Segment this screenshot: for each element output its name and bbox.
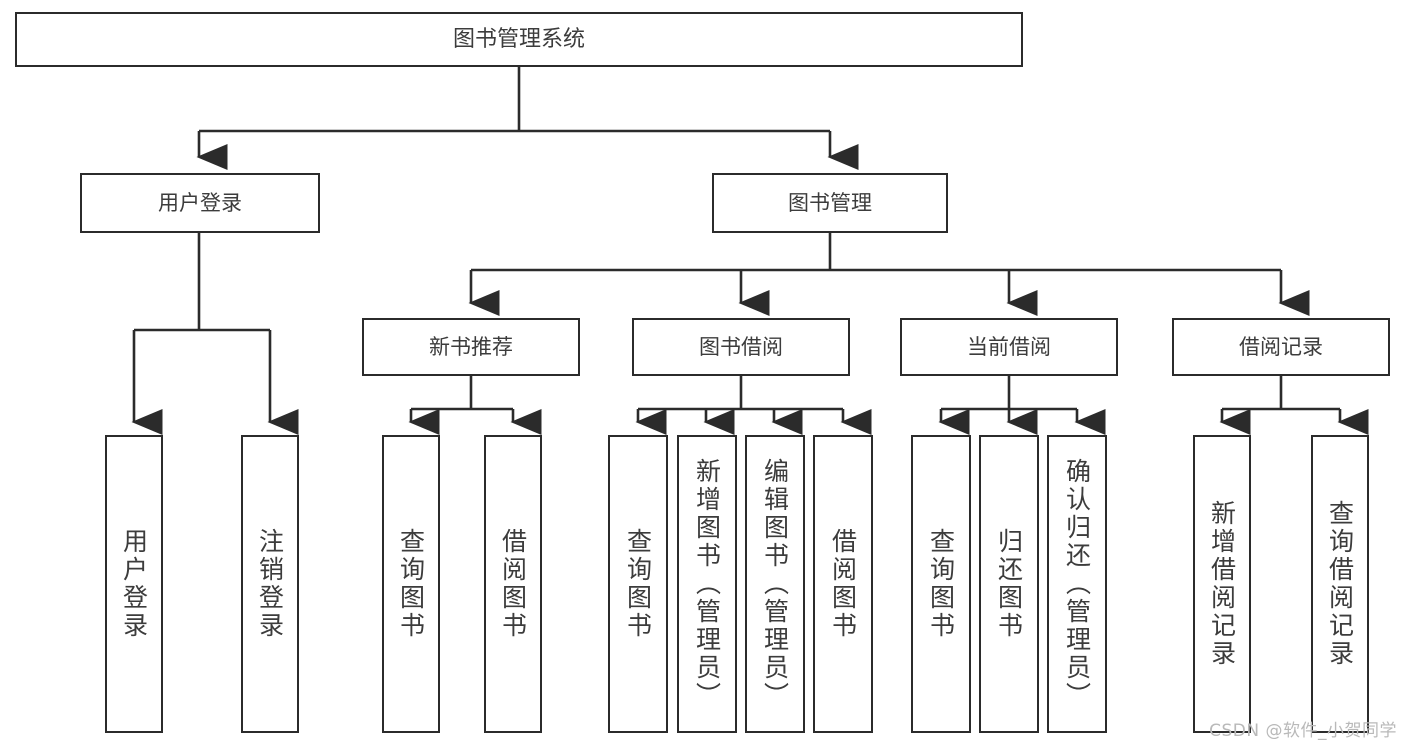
node-user-login[interactable]: 用户登录 — [80, 173, 320, 233]
node-label: 新增图书（管理员） — [692, 458, 722, 710]
leaf-user-login[interactable]: 用户登录 — [105, 435, 163, 733]
leaf-confirm-return-admin[interactable]: 确认归还（管理员） — [1047, 435, 1107, 733]
leaf-query-book-current[interactable]: 查询图书 — [911, 435, 971, 733]
leaf-edit-book-admin[interactable]: 编辑图书（管理员） — [745, 435, 805, 733]
leaf-borrow-book-recommend[interactable]: 借阅图书 — [484, 435, 542, 733]
node-label: 编辑图书（管理员） — [760, 458, 790, 710]
node-label: 用户登录 — [158, 190, 242, 215]
node-label: 新增借阅记录 — [1207, 500, 1237, 668]
node-label: 查询图书 — [926, 528, 956, 640]
node-root-system[interactable]: 图书管理系统 — [15, 12, 1023, 67]
node-borrow-record[interactable]: 借阅记录 — [1172, 318, 1390, 376]
csdn-watermark: CSDN @软件_小贺同学 — [1209, 721, 1397, 741]
node-label: 注销登录 — [255, 528, 285, 640]
node-label: 图书借阅 — [699, 334, 783, 359]
node-label: 图书管理系统 — [452, 26, 585, 52]
node-label: 当前借阅 — [967, 334, 1051, 359]
leaf-borrow-book[interactable]: 借阅图书 — [813, 435, 873, 733]
node-label: 归还图书 — [994, 528, 1024, 640]
leaf-query-borrow-record[interactable]: 查询借阅记录 — [1311, 435, 1369, 733]
node-label: 借阅记录 — [1239, 334, 1323, 359]
node-label: 查询图书 — [623, 528, 653, 640]
leaf-query-book-recommend[interactable]: 查询图书 — [382, 435, 440, 733]
node-label: 查询图书 — [396, 528, 426, 640]
node-book-management[interactable]: 图书管理 — [712, 173, 948, 233]
node-label: 借阅图书 — [828, 528, 858, 640]
node-new-book-recommend[interactable]: 新书推荐 — [362, 318, 580, 376]
leaf-add-borrow-record[interactable]: 新增借阅记录 — [1193, 435, 1251, 733]
node-label: 新书推荐 — [429, 334, 513, 359]
leaf-logout[interactable]: 注销登录 — [241, 435, 299, 733]
leaf-add-book-admin[interactable]: 新增图书（管理员） — [677, 435, 737, 733]
leaf-return-book[interactable]: 归还图书 — [979, 435, 1039, 733]
node-label: 借阅图书 — [498, 528, 528, 640]
node-label: 查询借阅记录 — [1325, 500, 1355, 668]
node-current-borrow[interactable]: 当前借阅 — [900, 318, 1118, 376]
node-label: 图书管理 — [788, 190, 872, 215]
node-label: 确认归还（管理员） — [1062, 458, 1092, 710]
node-label: 用户登录 — [119, 528, 149, 640]
leaf-query-book-borrow[interactable]: 查询图书 — [608, 435, 668, 733]
node-book-borrow[interactable]: 图书借阅 — [632, 318, 850, 376]
